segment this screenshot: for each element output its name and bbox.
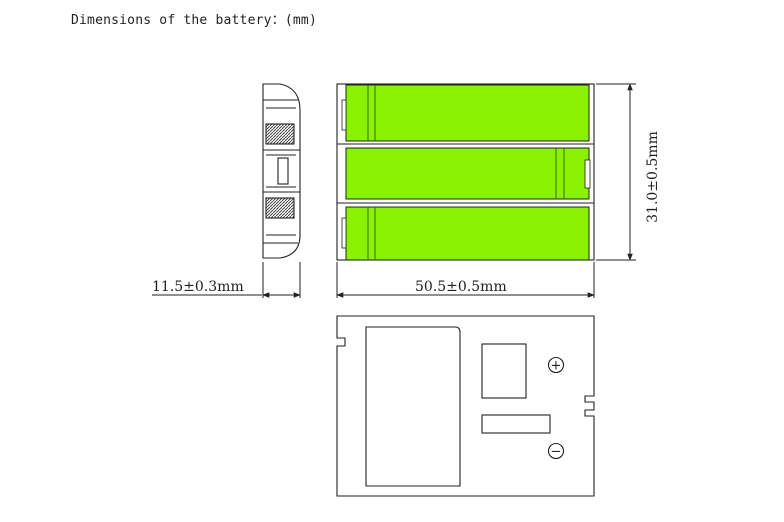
front-view [336,83,595,261]
side-view [262,83,301,259]
cell-top [345,84,590,142]
label-area [365,326,461,487]
bottom-view [336,315,595,497]
width-dimension: 50.5±0.5mm [415,279,507,295]
dimension-lines [152,83,636,298]
side-hatch-bottom [265,197,295,219]
negative-terminal-icon [547,442,565,460]
side-hatch-top [265,123,295,145]
height-dimension: 31.0±0.5mm [644,131,661,223]
positive-symbol: + [551,359,562,374]
page-title: Dimensions of the battery：(mm) [71,13,317,28]
negative-contact [481,414,551,434]
cell-middle [345,147,590,200]
positive-contact [481,343,527,399]
thickness-dimension: 11.5±0.3mm [152,279,244,295]
negative-symbol: − [551,445,562,460]
positive-terminal-icon [547,356,565,374]
cell-bottom [345,206,590,261]
